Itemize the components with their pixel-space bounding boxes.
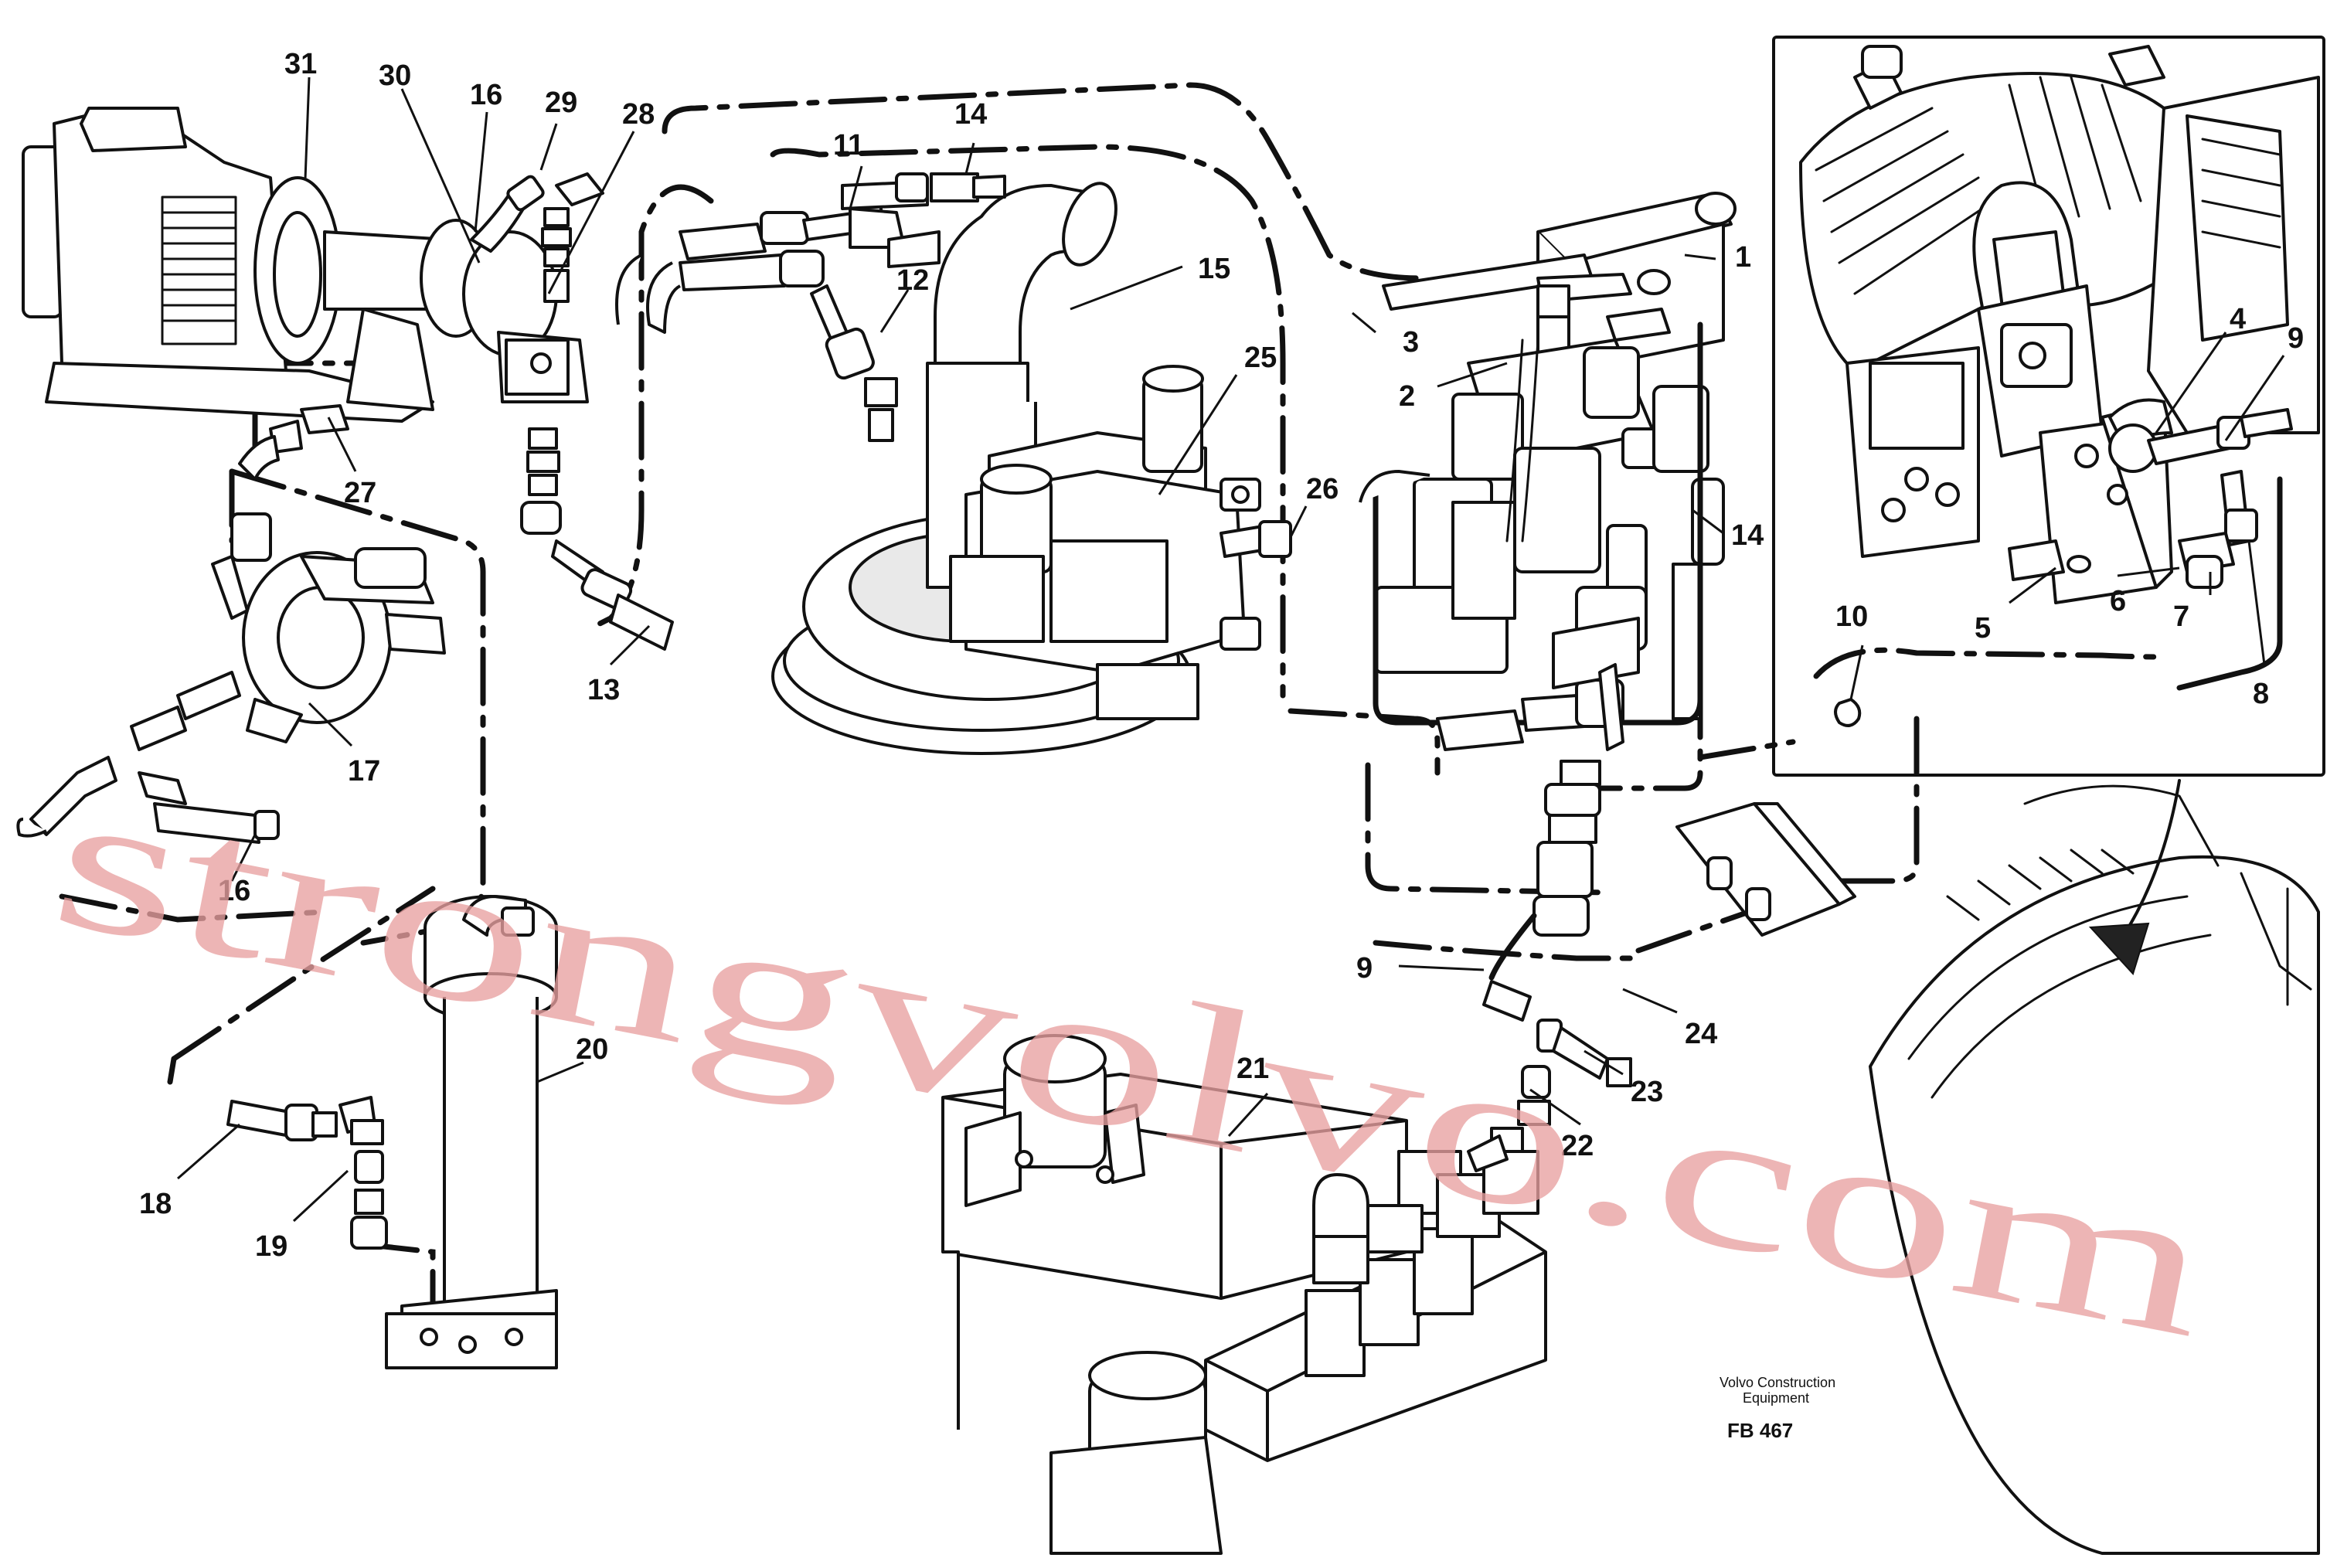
callout-30: 30 (379, 60, 411, 92)
main-valve-block (941, 1034, 1408, 1430)
callout-3: 3 (1403, 326, 1419, 359)
fitting-26 (1220, 520, 1292, 558)
motor-cooling-fins (161, 196, 237, 345)
callout-8: 8 (2253, 678, 2269, 710)
control-valve-panel (1374, 192, 1737, 720)
filter-housing (385, 895, 558, 1369)
callout-21: 21 (1237, 1053, 1269, 1085)
sender-unit (1488, 760, 1601, 981)
callout-26: 26 (1306, 473, 1339, 505)
bracket (1675, 802, 1856, 937)
callout-31: 31 (284, 48, 317, 80)
small-pump (211, 512, 446, 743)
callout-13: 13 (587, 674, 620, 706)
callout-12: 12 (896, 264, 929, 297)
callout-18: 18 (139, 1188, 172, 1220)
credit-line-2: Equipment (1743, 1390, 1809, 1406)
fittings-center (615, 172, 1006, 442)
callout-23: 23 (1631, 1076, 1663, 1108)
direction-arrow (2088, 779, 2181, 975)
callout-5: 5 (1975, 612, 1991, 645)
pump-head (462, 230, 589, 403)
callout-24: 24 (1685, 1018, 1717, 1050)
fittings-18-19 (226, 1096, 388, 1250)
fittings-left (238, 172, 674, 651)
callout-16: 16 (470, 79, 502, 111)
callout-10: 10 (1835, 600, 1868, 633)
callout-11: 11 (833, 129, 864, 162)
callout-14: 14 (954, 98, 987, 131)
electric-motor (22, 107, 492, 423)
callout-22: 22 (1561, 1130, 1594, 1162)
callout-16-lower: 16 (218, 875, 250, 907)
slew-ring (1869, 784, 2320, 1555)
callout-28: 28 (622, 98, 655, 131)
callout-4: 4 (2230, 303, 2246, 335)
callout-9: 9 (1356, 952, 1373, 985)
callout-7: 7 (2173, 600, 2189, 633)
callout-15: 15 (1198, 253, 1230, 285)
credit-line-1: Volvo Construction (1720, 1375, 1835, 1390)
figure-number: FB 467 (1727, 1419, 1793, 1442)
solenoid-valve-bank (1049, 1150, 1547, 1555)
callout-14-right: 14 (1731, 519, 1764, 552)
control-valve-hoses (1359, 321, 1703, 751)
callout-9-inset: 9 (2288, 322, 2304, 355)
callout-2: 2 (1399, 380, 1415, 413)
inset-detail (1799, 45, 2320, 727)
valve-block-center (949, 365, 1261, 720)
fittings-22-24 (1467, 980, 1632, 1172)
callout-29: 29 (545, 87, 577, 119)
callout-6: 6 (2110, 585, 2126, 617)
hose-routes (59, 82, 2159, 1309)
callout-17: 17 (348, 755, 380, 787)
callout-20: 20 (576, 1033, 608, 1066)
callout-labels: 31 30 16 29 28 27 17 16 11 14 15 12 13 2… (139, 48, 2304, 1263)
inset-frame (1772, 36, 2325, 777)
callout-19: 19 (255, 1230, 287, 1263)
hose-assembly-left (16, 671, 280, 844)
credit-block: Volvo Construction Equipment FB 467 (1720, 1375, 1835, 1442)
leader-lines (177, 77, 2285, 1223)
callout-27: 27 (344, 477, 376, 509)
callout-1: 1 (1735, 241, 1751, 274)
callout-25: 25 (1244, 342, 1277, 374)
